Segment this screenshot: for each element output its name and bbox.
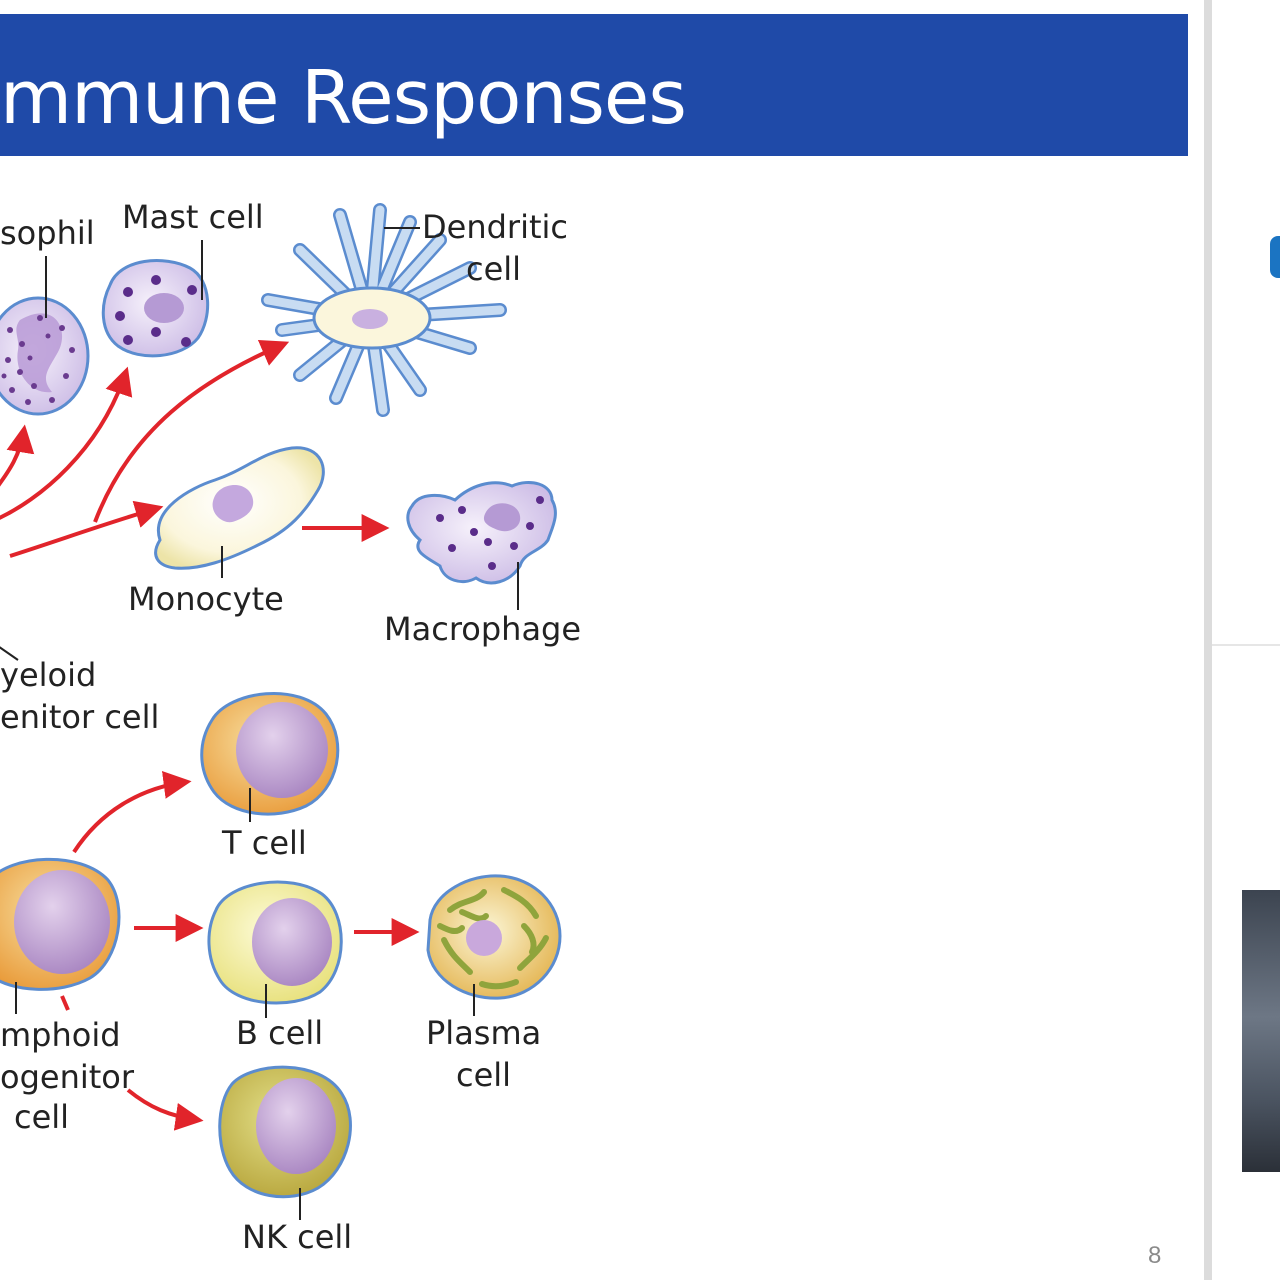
label-dendritic-line2: cell <box>466 250 521 288</box>
right-side-panel <box>1212 0 1280 1280</box>
t-cell <box>200 691 340 816</box>
label-nk-cell: NK cell <box>242 1218 352 1256</box>
mast-cell <box>101 259 210 358</box>
immune-cell-lineage-diagram: sophil Mast cell Dendritic cell Monocyte… <box>0 198 581 1256</box>
label-lymphoid-line3: cell <box>14 1098 69 1136</box>
slide-title: mmune Responses <box>0 55 687 141</box>
presentation-slide: mmune Responses <box>0 14 1188 1269</box>
lymphoid-progenitor-cell <box>0 857 121 991</box>
myeloid-arrows <box>0 339 390 558</box>
basophil-cell <box>0 296 90 416</box>
monocyte-cell <box>154 446 325 570</box>
video-thumbnail[interactable] <box>1242 890 1280 1172</box>
label-myeloid-line1: yeloid <box>0 656 96 694</box>
label-lymphoid-line1: mphoid <box>0 1016 121 1054</box>
myeloid-leader-line <box>0 646 19 661</box>
panel-divider[interactable] <box>1204 0 1212 1280</box>
label-monocyte: Monocyte <box>128 580 284 618</box>
label-basophil: sophil <box>0 214 95 252</box>
lymphoid-arrows <box>60 771 420 1131</box>
label-mast-cell: Mast cell <box>122 198 264 236</box>
label-macrophage: Macrophage <box>384 610 581 648</box>
app-logo-icon <box>1270 236 1280 278</box>
dendritic-cell <box>261 203 507 417</box>
nk-cell <box>218 1065 352 1199</box>
label-plasma-line2: cell <box>456 1056 511 1094</box>
label-dendritic-line1: Dendritic <box>422 208 568 246</box>
label-t-cell: T cell <box>221 824 307 862</box>
label-plasma-line1: Plasma <box>426 1014 541 1052</box>
plasma-cell <box>426 874 562 1000</box>
title-bar: mmune Responses <box>0 14 1188 156</box>
page-number: 8 <box>1148 1242 1162 1269</box>
b-cell <box>207 880 343 1005</box>
macrophage-cell <box>406 481 557 585</box>
label-myeloid-line2: enitor cell <box>0 698 159 736</box>
panel-separator <box>1212 644 1280 646</box>
label-lymphoid-line2: ogenitor <box>0 1058 135 1096</box>
label-b-cell: B cell <box>236 1014 323 1052</box>
